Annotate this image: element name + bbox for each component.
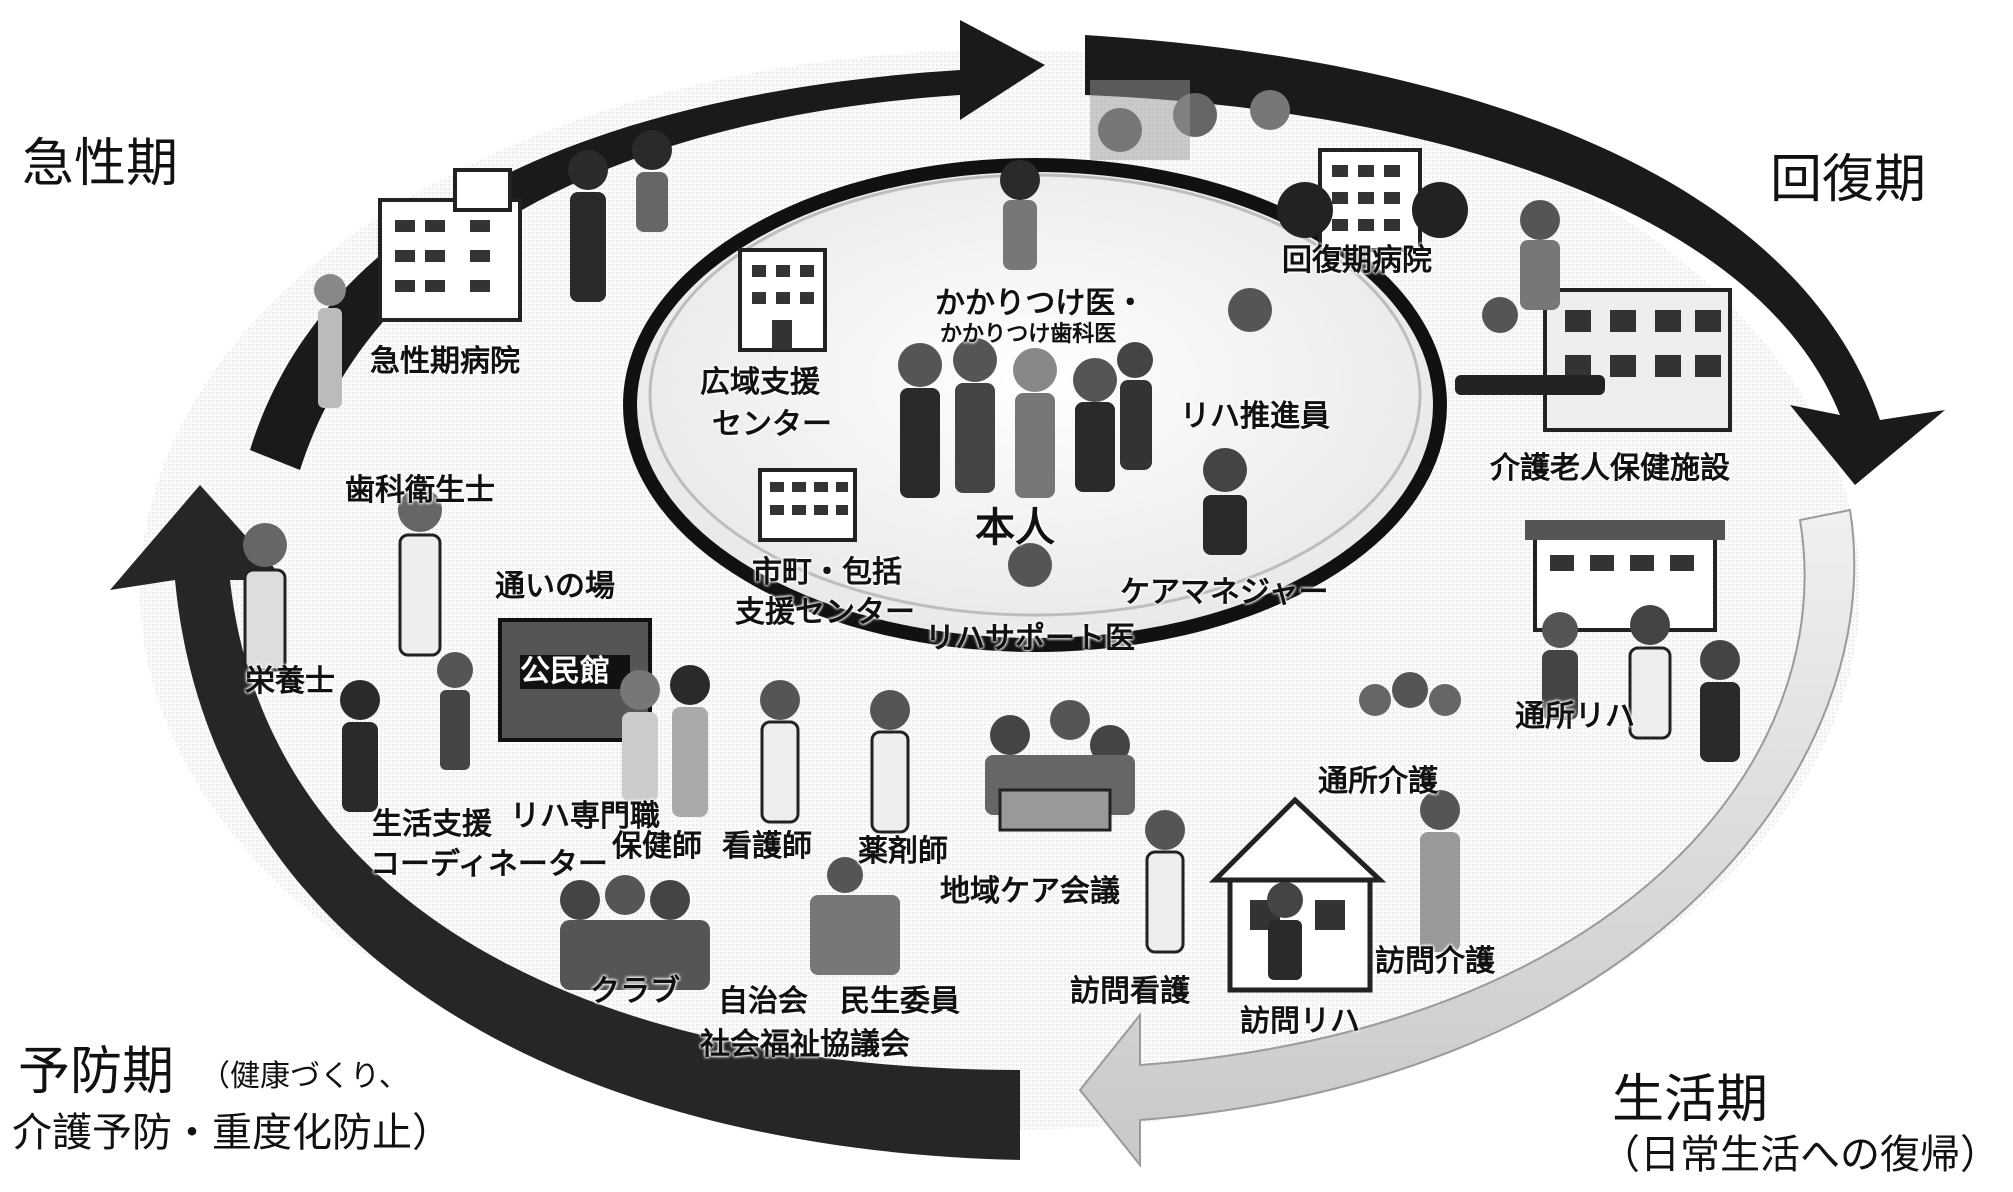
label-day-care: 通所介護 <box>1318 764 1438 799</box>
acute-hospital-building <box>378 168 522 322</box>
label-gathering-place: 通いの場 <box>495 569 615 604</box>
label-home-nursing: 訪問看護 <box>1070 974 1190 1009</box>
label-care-meeting: 地域ケア会議 <box>940 874 1120 909</box>
label-nurse: 看護師 <box>722 829 812 864</box>
recovery-hospital-building <box>1277 148 1468 252</box>
phase-life-note: （日常生活への復帰） <box>1600 1132 2000 1178</box>
label-home-rehab: 訪問リハ <box>1240 1004 1360 1039</box>
label-dietitian: 栄養士 <box>245 664 335 699</box>
label-regional-center-1: 広域支援 <box>700 365 820 400</box>
label-welfare-commissioner: 民生委員 <box>840 984 960 1019</box>
phase-prevention-title: 予防期 <box>18 1042 175 1102</box>
label-rehab-support-doctor: リハサポート医 <box>925 621 1135 656</box>
label-regional-center-2: センター <box>712 407 832 442</box>
label-rehab-promoter: リハ推進員 <box>1180 399 1330 434</box>
label-family-dentist: かかりつけ歯科医 <box>940 322 1117 347</box>
regional-center-building <box>738 248 827 352</box>
label-municipality-2: 支援センター <box>735 595 915 630</box>
label-pharmacist: 薬剤師 <box>858 834 948 869</box>
label-day-rehab: 通所リハ <box>1515 699 1635 734</box>
phase-prevention-note-1: （健康づくり、 <box>200 1059 409 1094</box>
label-home-care: 訪問介護 <box>1375 944 1495 979</box>
label-health-facility: 介護老人保健施設 <box>1490 451 1730 486</box>
label-dental-hygienist: 歯科衛生士 <box>345 473 495 508</box>
label-municipality-1: 市町・包括 <box>752 555 902 590</box>
phase-life-title: 生活期 <box>1612 1070 1769 1130</box>
label-family-doctor: かかりつけ医・ <box>935 286 1146 321</box>
label-rehab-professional: リハ専門職 <box>510 799 660 834</box>
label-person: 本人 <box>975 505 1055 551</box>
label-public-health-nurse: 保健師 <box>612 829 702 864</box>
label-acute-hospital: 急性期病院 <box>370 344 520 379</box>
label-club: クラブ <box>590 974 680 1009</box>
health-facility-building <box>1543 288 1732 432</box>
label-life-support-2: コーディネーター <box>370 847 608 882</box>
label-neighborhood-assoc: 自治会 <box>718 984 808 1019</box>
municipality-building <box>758 468 857 542</box>
phase-recovery-title: 回復期 <box>1770 150 1927 210</box>
people-figures <box>243 80 1740 990</box>
label-social-welfare-council: 社会福祉協議会 <box>700 1027 910 1062</box>
label-life-support-1: 生活支援 <box>372 807 492 842</box>
label-care-manager: ケアマネジャー <box>1120 575 1329 610</box>
phase-prevention-note-2: 介護予防・重度化防止） <box>12 1110 452 1156</box>
label-community-hall: 公民館 <box>520 654 610 689</box>
phase-acute-title: 急性期 <box>22 134 179 194</box>
arrow-life <box>1078 508 1856 1168</box>
arrow-prevention <box>110 485 1020 1160</box>
label-recovery-hospital: 回復期病院 <box>1282 243 1432 278</box>
